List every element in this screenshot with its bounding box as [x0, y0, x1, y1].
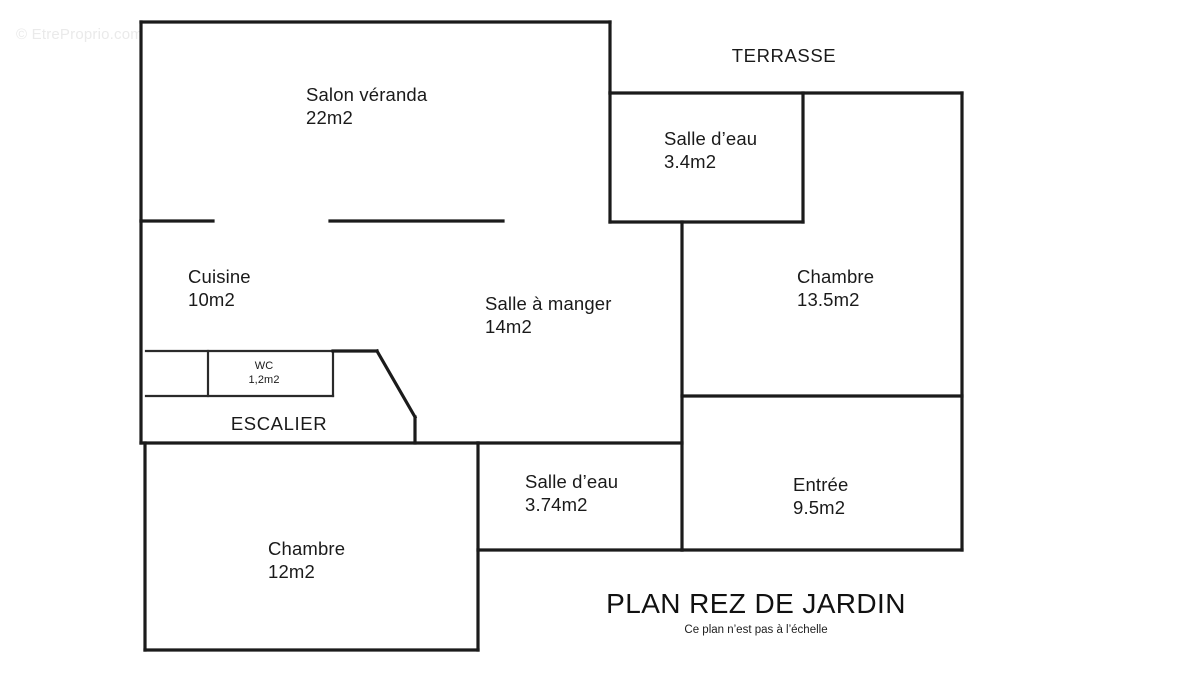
plan-title-subtitle: Ce plan n’est pas à l’échelle	[684, 624, 828, 636]
room-area: 9.5m2	[793, 497, 846, 519]
room-area: 14m2	[485, 316, 532, 338]
room-label-wc: WC 1,2m2	[248, 360, 279, 388]
room-name: Chambre	[268, 538, 346, 559]
wall-escalier-diagonal	[374, 348, 418, 420]
room-name: TERRASSE	[731, 45, 837, 66]
room-area: 1,2m2	[248, 373, 280, 386]
room-area: 22m2	[306, 107, 353, 129]
room-area: 12m2	[268, 561, 315, 583]
watermark: © EtreProprio.com	[16, 26, 143, 43]
room-label-salle-a-manger: Salle à manger 14m2	[485, 292, 612, 338]
room-name: Entrée	[793, 474, 849, 495]
room-label-salle-eau-haut: Salle d’eau 3.4m2	[664, 127, 757, 173]
room-label-terrasse: TERRASSE	[732, 44, 837, 67]
room-name: Salle à manger	[485, 293, 612, 314]
room-area: 3.74m2	[525, 494, 588, 516]
room-name: Chambre	[797, 266, 875, 287]
room-label-salle-eau-bas: Salle d’eau 3.74m2	[525, 470, 618, 516]
room-label-escalier: ESCALIER	[231, 412, 327, 435]
room-name: Salon véranda	[306, 84, 428, 105]
room-label-salon-veranda: Salon véranda 22m2	[306, 83, 427, 129]
room-area: 3.4m2	[664, 151, 717, 173]
room-name: Salle d’eau	[664, 128, 758, 149]
room-label-chambre-haut: Chambre 13.5m2	[797, 265, 874, 311]
watermark-text: © EtreProprio.com	[16, 26, 143, 43]
room-area: 10m2	[188, 289, 235, 311]
room-name: Salle d’eau	[525, 471, 619, 492]
room-label-chambre-bas: Chambre 12m2	[268, 537, 345, 583]
room-area: 13.5m2	[797, 289, 860, 311]
room-label-cuisine: Cuisine 10m2	[188, 265, 251, 311]
room-name: Cuisine	[188, 266, 251, 287]
plan-title-main: PLAN REZ DE JARDIN	[606, 588, 906, 619]
room-name: WC	[254, 360, 274, 372]
plan-title: PLAN REZ DE JARDIN Ce plan n’est pas à l…	[606, 588, 906, 636]
room-name: ESCALIER	[230, 413, 328, 434]
room-label-entree: Entrée 9.5m2	[793, 473, 848, 519]
